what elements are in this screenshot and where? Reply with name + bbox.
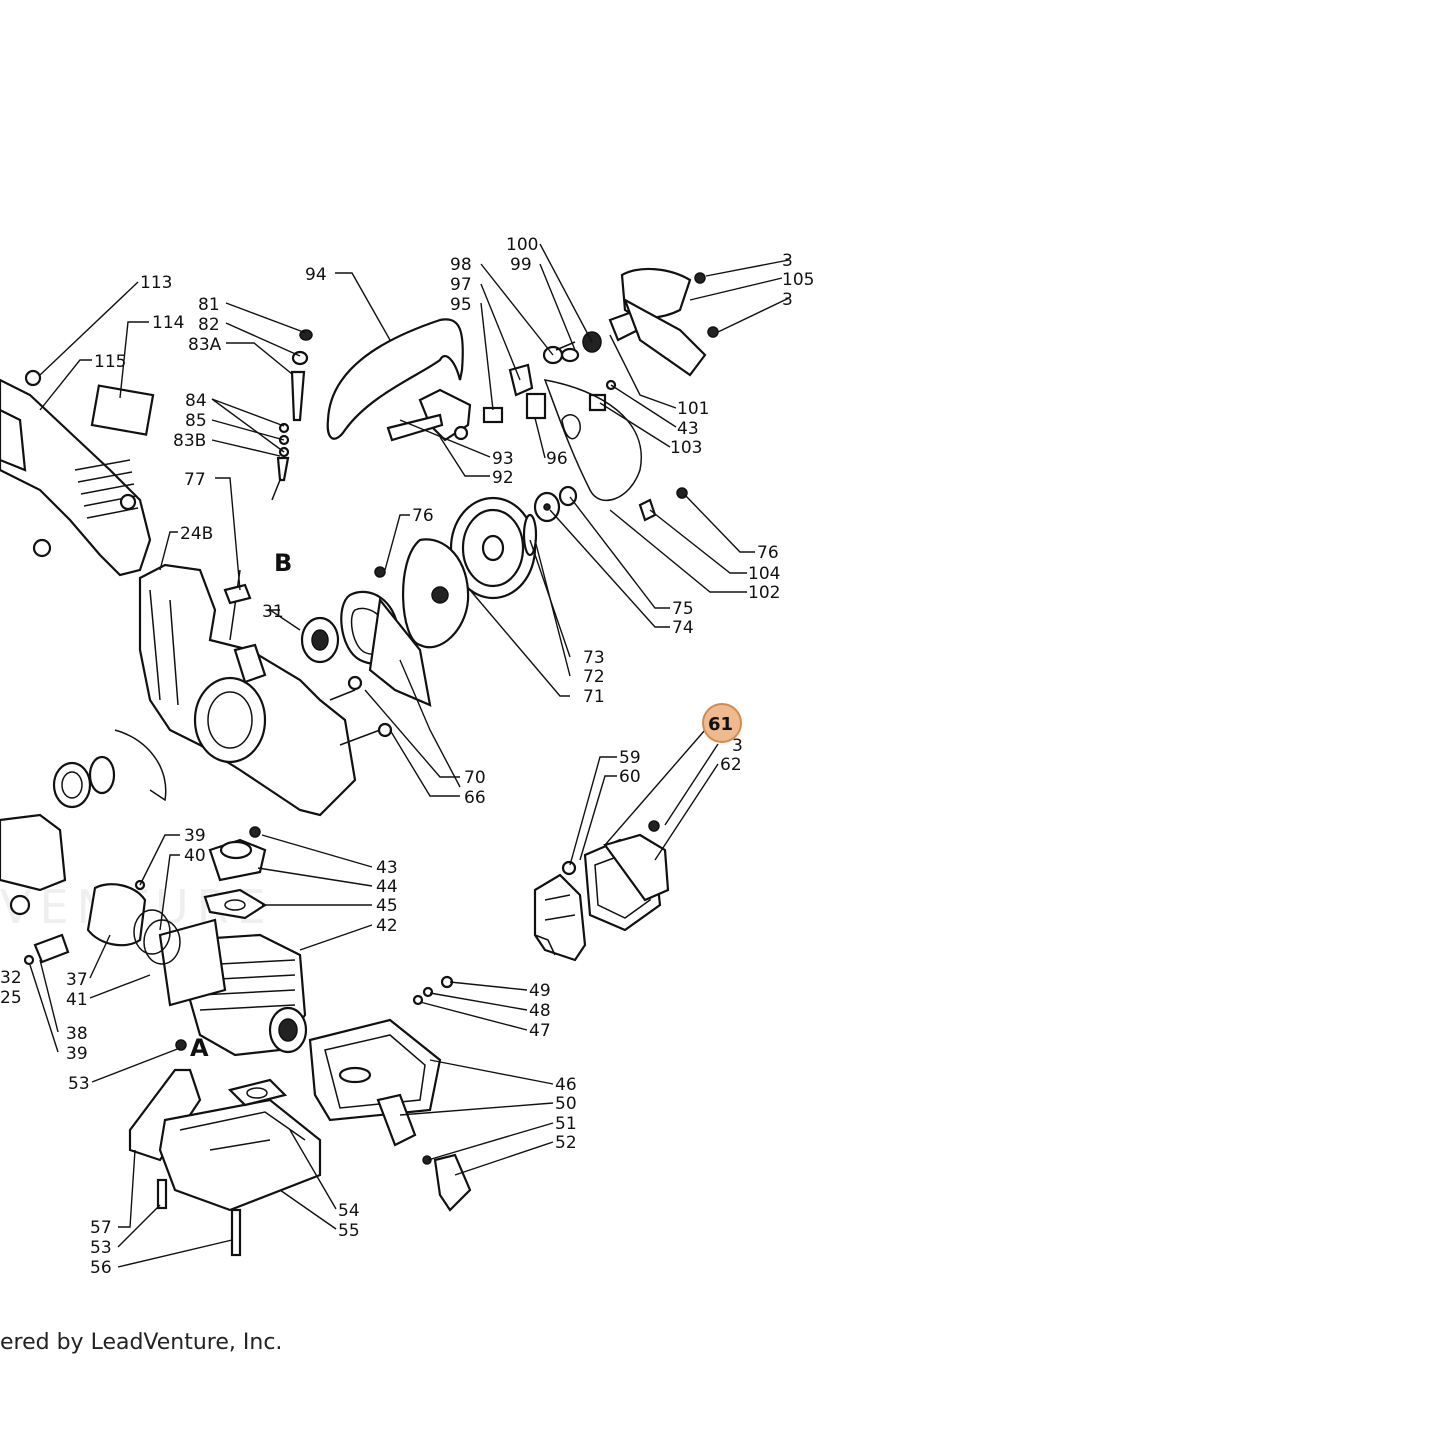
cylinder-piston-drawing — [23, 826, 308, 1057]
part-label: 39 — [184, 826, 206, 846]
part-label: 42 — [376, 916, 398, 936]
part-label: 93 — [492, 449, 514, 469]
part-label: 70 — [464, 768, 486, 788]
carburetor-drawing — [533, 820, 670, 962]
part-label: 75 — [672, 599, 694, 619]
part-label: 100 — [506, 235, 538, 255]
part-61-label: 61 — [708, 714, 733, 735]
part-label: 25 — [0, 988, 22, 1008]
part-label: 81 — [198, 295, 220, 315]
part-label: 96 — [546, 449, 568, 469]
part-label: 43 — [376, 858, 398, 878]
part-label: 43 — [677, 419, 699, 439]
crankcase-drawing — [138, 563, 393, 817]
part-label: 76 — [412, 506, 434, 526]
part-label: 71 — [583, 687, 605, 707]
clutch-assembly-drawing — [300, 485, 688, 707]
part-label: 53 — [90, 1238, 112, 1258]
part-label: 102 — [748, 583, 780, 603]
part-label: 115 — [94, 352, 126, 372]
part-labels: 100 99 98 97 95 94 3 105 3 113 114 115 8… — [0, 235, 814, 1278]
part-61-hotspot[interactable]: 61 — [702, 703, 742, 743]
part-label: 44 — [376, 877, 398, 897]
part-label: 73 — [583, 648, 605, 668]
part-label: 41 — [66, 990, 88, 1010]
part-label: 82 — [198, 315, 220, 335]
part-label: 85 — [185, 411, 207, 431]
part-label: 97 — [450, 275, 472, 295]
part-label: 48 — [529, 1001, 551, 1021]
part-label: 60 — [619, 767, 641, 787]
front-handle-drawing — [326, 318, 472, 442]
part-label: 113 — [140, 273, 172, 293]
part-label: 83B — [173, 431, 206, 451]
section-marker-a: A — [190, 1034, 209, 1062]
brake-lever-drawing — [620, 267, 719, 377]
part-label: 55 — [338, 1221, 360, 1241]
part-label: 56 — [90, 1258, 112, 1278]
part-label: 3 — [782, 290, 793, 310]
part-label: 40 — [184, 846, 206, 866]
part-label: 39 — [66, 1044, 88, 1064]
part-label: 62 — [720, 755, 742, 775]
part-label: 59 — [619, 748, 641, 768]
part-label: 45 — [376, 896, 398, 916]
part-label: 50 — [555, 1094, 577, 1114]
crankshaft-drawing — [0, 729, 167, 916]
part-label: 98 — [450, 255, 472, 275]
part-label: 66 — [464, 788, 486, 808]
part-label: 53 — [68, 1074, 90, 1094]
chain-brake-cover-drawing — [0, 369, 155, 577]
part-label: 54 — [338, 1201, 360, 1221]
part-label: 51 — [555, 1114, 577, 1134]
part-label: 77 — [184, 470, 206, 490]
adjust-screw-stack-drawing — [271, 329, 313, 501]
part-label: 3 — [732, 736, 743, 756]
part-label: 76 — [757, 543, 779, 563]
credit-text: ered by LeadVenture, Inc. — [0, 1330, 283, 1355]
part-label: 24B — [180, 524, 213, 544]
part-label: 114 — [152, 313, 184, 333]
part-label: 31 — [262, 602, 284, 622]
muffler-drawing — [128, 975, 472, 1257]
part-label: 47 — [529, 1021, 551, 1041]
part-label: 46 — [555, 1075, 577, 1095]
part-label: 3 — [782, 251, 793, 271]
part-label: 72 — [583, 667, 605, 687]
part-label: 38 — [66, 1024, 88, 1044]
part-label: 104 — [748, 564, 780, 584]
part-label: 103 — [670, 438, 702, 458]
part-label: 74 — [672, 618, 694, 638]
leader-lines — [29, 243, 790, 1268]
part-label: 37 — [66, 970, 88, 990]
part-label: 99 — [510, 255, 532, 275]
part-label: 52 — [555, 1133, 577, 1153]
part-label: 105 — [782, 270, 814, 290]
section-marker-b: B — [274, 549, 292, 577]
part-label: 32 — [0, 968, 22, 988]
part-label: 101 — [677, 399, 709, 419]
part-label: 57 — [90, 1218, 112, 1238]
part-label: 94 — [305, 265, 327, 285]
part-label: 92 — [492, 468, 514, 488]
part-label: 83A — [188, 335, 222, 355]
part-label: 95 — [450, 295, 472, 315]
part-label: 49 — [529, 981, 551, 1001]
part-label: 84 — [185, 391, 207, 411]
